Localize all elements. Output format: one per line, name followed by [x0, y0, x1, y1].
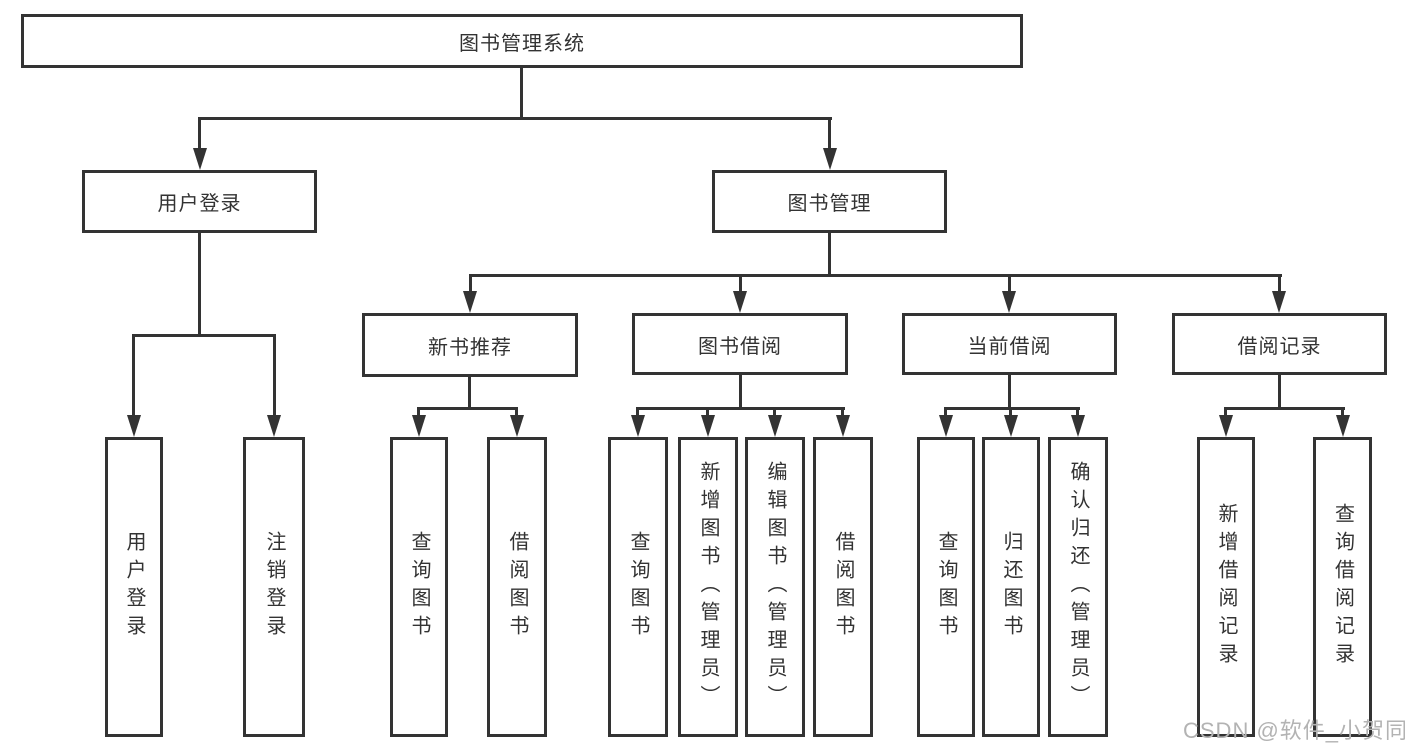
leaf-confirm-return-admin: 确认归还（管理员）: [1048, 437, 1108, 737]
connector-borrow-rail: [636, 407, 845, 410]
arrow-down-icon: [768, 415, 782, 437]
arrow-down-icon: [1272, 291, 1286, 313]
connector-to-leaf: [706, 409, 709, 418]
leaf-label: 借阅图书: [506, 531, 528, 643]
connector-to-leaf: [636, 409, 639, 418]
leaf-label: 查询图书: [408, 531, 430, 643]
leaf-query-books: 查询图书: [608, 437, 668, 737]
connector-book-mgmt-stem: [828, 233, 831, 277]
arrow-down-icon: [1219, 415, 1233, 437]
leaf-edit-books-admin: 编辑图书（管理员）: [745, 437, 805, 737]
connector-to-leaf: [1341, 409, 1344, 418]
arrow-down-icon: [733, 291, 747, 313]
arrow-down-icon: [701, 415, 715, 437]
connector-level3-rail: [469, 274, 1282, 277]
arrow-down-icon: [1071, 415, 1085, 437]
connector-to-leaf: [944, 409, 947, 418]
leaf-label: 新增图书（管理员）: [697, 461, 719, 713]
leaf-label: 注销登录: [263, 531, 285, 643]
connector-new-books-stem: [468, 377, 471, 410]
connector-to-leaf: [515, 409, 518, 418]
connector-current-stem: [1008, 375, 1011, 410]
connector-level2-rail: [198, 117, 832, 120]
arrow-down-icon: [193, 148, 207, 170]
connector-to-current: [1008, 277, 1011, 293]
leaf-user-login: 用户登录: [105, 437, 163, 737]
connector-records-stem: [1278, 375, 1281, 410]
connector-current-rail: [944, 407, 1080, 410]
leaf-add-borrow-record: 新增借阅记录: [1197, 437, 1255, 737]
connector-to-leaf: [1009, 409, 1012, 418]
leaf-label: 新增借阅记录: [1215, 503, 1237, 671]
node-new-books: 新书推荐: [362, 313, 578, 377]
node-borrow: 图书借阅: [632, 313, 848, 375]
connector-to-records: [1278, 277, 1281, 293]
connector-records-rail: [1224, 407, 1345, 410]
arrow-down-icon: [836, 415, 850, 437]
connector-to-book-mgmt: [828, 118, 831, 152]
leaf-borrow-books: 借阅图书: [813, 437, 873, 737]
connector-to-leaf: [132, 336, 135, 418]
connector-to-leaf: [417, 409, 420, 418]
node-root: 图书管理系统: [21, 14, 1023, 68]
connector-to-leaf: [1076, 409, 1079, 418]
leaf-logout: 注销登录: [243, 437, 305, 737]
connector-root-stem: [520, 68, 523, 120]
connector-to-leaf: [841, 409, 844, 418]
arrow-down-icon: [1002, 291, 1016, 313]
connector-to-leaf: [1224, 409, 1227, 418]
node-records: 借阅记录: [1172, 313, 1387, 375]
arrow-down-icon: [412, 415, 426, 437]
arrow-down-icon: [267, 415, 281, 437]
leaf-add-books-admin: 新增图书（管理员）: [678, 437, 738, 737]
leaf-query-books: 查询图书: [390, 437, 448, 737]
connector-to-leaf: [273, 336, 276, 418]
arrow-down-icon: [1004, 415, 1018, 437]
leaf-query-books: 查询图书: [917, 437, 975, 737]
connector-user-login-rail: [132, 334, 276, 337]
leaf-label: 查询图书: [935, 531, 957, 643]
node-book-mgmt: 图书管理: [712, 170, 947, 233]
arrow-down-icon: [823, 148, 837, 170]
leaf-label: 用户登录: [123, 531, 145, 643]
connector-to-borrow: [739, 277, 742, 293]
node-current: 当前借阅: [902, 313, 1117, 375]
arrow-down-icon: [631, 415, 645, 437]
arrow-down-icon: [127, 415, 141, 437]
arrow-down-icon: [1336, 415, 1350, 437]
leaf-label: 编辑图书（管理员）: [764, 461, 786, 713]
leaf-label: 归还图书: [1000, 531, 1022, 643]
node-user-login: 用户登录: [82, 170, 317, 233]
leaf-label: 查询图书: [627, 531, 649, 643]
leaf-label: 确认归还（管理员）: [1067, 461, 1089, 713]
connector-to-leaf: [773, 409, 776, 418]
leaf-return-books: 归还图书: [982, 437, 1040, 737]
connector-new-books-rail: [417, 407, 518, 410]
csdn-watermark: CSDN @软件_小贺同学: [1183, 718, 1405, 743]
arrow-down-icon: [463, 291, 477, 313]
connector-borrow-stem: [739, 375, 742, 410]
arrow-down-icon: [939, 415, 953, 437]
arrow-down-icon: [510, 415, 524, 437]
connector-user-login-stem: [198, 233, 201, 337]
connector-to-new-books: [469, 277, 472, 293]
leaf-query-borrow-record: 查询借阅记录: [1313, 437, 1372, 737]
leaf-label: 查询借阅记录: [1331, 503, 1354, 671]
leaf-borrow-books: 借阅图书: [487, 437, 547, 737]
leaf-label: 借阅图书: [832, 531, 854, 643]
connector-to-user-login: [198, 118, 201, 152]
